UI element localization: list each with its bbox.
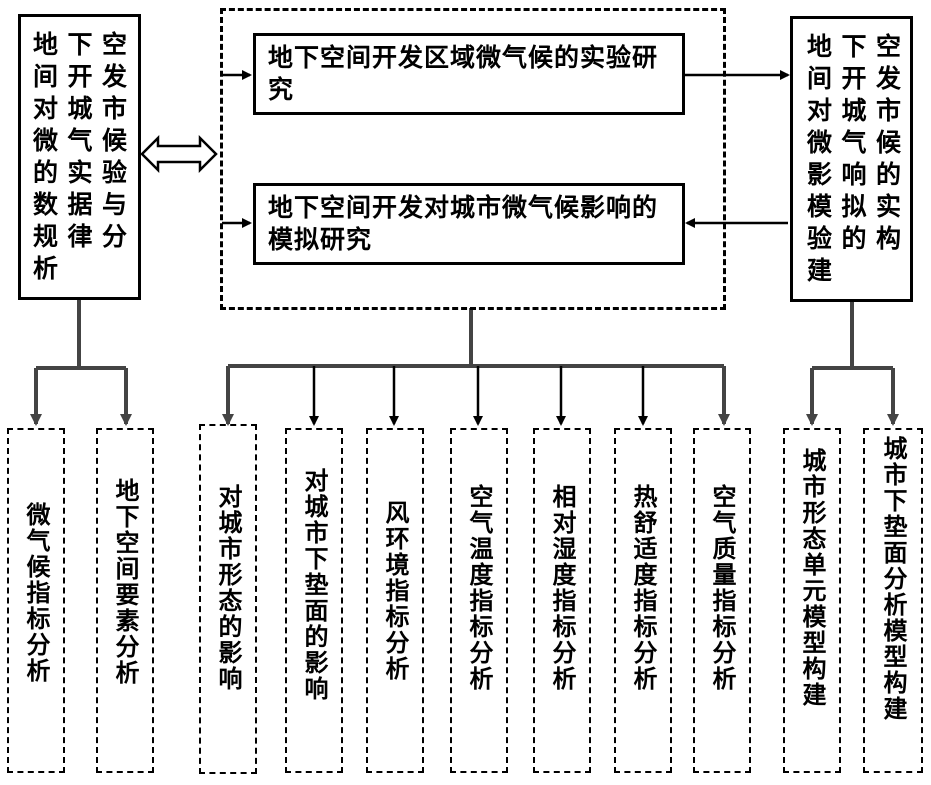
left-analysis-label: 地下空间开发对城市微气候的实验数据与规律分析 [33,30,128,283]
simulation-research-box: 地下空间开发对城市微气候影响的模拟研究 [253,183,685,265]
item-urban-form-impact: 对城市形态的影响 [199,424,257,774]
item-relative-humidity: 相对湿度指标分析 [533,428,591,773]
item-thermal-comfort: 热舒适度指标分析 [614,428,672,773]
item-urban-form-model: 城市形态单元模型构建 [783,428,841,773]
experiment-research-box: 地下空间开发区域微气候的实验研究 [253,33,685,115]
double-arrow-icon [140,134,218,174]
item-underground-elements: 地下空间要素分析 [96,428,154,773]
item-air-temperature: 空气温度指标分析 [450,428,508,773]
item-air-quality: 空气质量指标分析 [693,428,751,773]
left-tree-connector [30,300,132,426]
right-simulation-label: 地下空间开发对城市微气候影响的模拟实验的构建 [807,32,902,285]
center-tree-connector [222,308,730,426]
item-underlying-surface-impact: 对城市下垫面的影响 [285,428,343,773]
right-tree-connector [806,302,899,426]
item-underlying-surface-model: 城市下垫面分析模型构建 [863,428,923,773]
left-analysis-box: 地下空间开发对城市微气候的实验数据与规律分析 [18,14,141,300]
item-microclimate-index: 微气候指标分析 [7,428,65,773]
item-wind-environment: 风环境指标分析 [366,428,424,773]
center-dashed-frame [220,8,726,310]
right-simulation-box: 地下空间开发对城市微气候影响的模拟实验的构建 [790,16,913,302]
